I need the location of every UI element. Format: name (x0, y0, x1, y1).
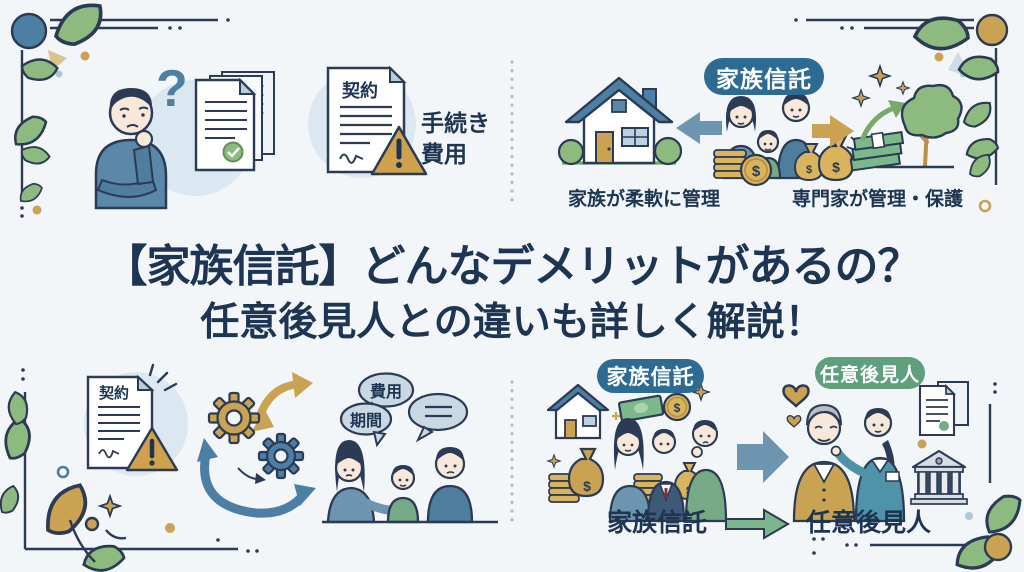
main-title-line2: 任意後見人との違いも詳しく解説！ (200, 301, 824, 344)
badge-label: 家族信託 (716, 65, 812, 92)
arrow-right-icon (737, 431, 789, 483)
svg-text:$: $ (806, 164, 812, 176)
question-mark-icon: ? (156, 60, 188, 118)
bottom-left-illustration: 契約 (84, 363, 498, 524)
contract-label: 契約 (98, 384, 129, 402)
elderly-and-caregiver-icon (792, 403, 906, 523)
corner-decor-bottom-right (812, 382, 1024, 571)
bank-icon (910, 449, 968, 505)
arrow-left-icon (676, 112, 722, 144)
gears-cycle-icon (197, 372, 316, 518)
arrow-right-green-icon (725, 508, 790, 540)
svg-text:$: $ (832, 159, 840, 175)
family-discussion-icon (322, 440, 498, 524)
family-trust-badge-bottom: 家族信託 (597, 359, 704, 393)
contract-label: 契約 (341, 80, 378, 101)
coins-icon: $ (713, 149, 773, 187)
seal-icon (939, 421, 949, 431)
gear-gold-icon (207, 391, 261, 445)
family-trust-badge: 家族信託 (704, 58, 824, 95)
main-title-line1: 【家族信託】どんなデメリットがあるの？ (103, 242, 922, 291)
corner-decor-top-right (794, 7, 1009, 213)
caption-line2: 費用 (421, 141, 467, 167)
documents-icon (918, 381, 969, 437)
growth-money-icon (846, 65, 963, 172)
warning-icon (125, 426, 179, 472)
money-bag-icon: $ $ (793, 134, 855, 182)
cost-bubble-label: 費用 (370, 382, 402, 401)
voluntary-guardian-badge: 任意後見人 (815, 357, 925, 389)
check-seal-icon (222, 141, 244, 163)
svg-text:$: $ (674, 401, 681, 415)
family-manage-caption: 家族が柔軟に管理 (568, 189, 721, 210)
warning-icon (370, 125, 428, 176)
expert-manage-caption: 専門家が管理・保護 (792, 189, 964, 210)
top-right-illustration: $ $ $ (557, 65, 963, 187)
procedure-cost-caption: 手続き 費用 (421, 108, 490, 170)
documents-stack-icon (194, 71, 275, 172)
house-small-icon (546, 383, 610, 440)
badge-label: 任意後見人 (819, 364, 920, 386)
svg-text:$: $ (752, 163, 761, 180)
hearts-icon (782, 384, 810, 428)
arrow-right-icon (812, 115, 854, 147)
thinking-person-icon: ? (94, 60, 188, 210)
badge-label: 家族信託 (606, 366, 695, 389)
gear-blue-icon (257, 432, 305, 480)
contract-document-icon: 契約 (86, 363, 178, 470)
voluntary-guardian-caption: 任意後見人 (806, 509, 932, 537)
top-left-illustration: ? 契約 (94, 60, 428, 210)
family-group-icon (608, 418, 728, 523)
house-icon (557, 76, 683, 166)
name-badge-icon (885, 471, 900, 482)
svg-text:$: $ (583, 478, 591, 494)
speech-bubbles: 費用 期間 (339, 372, 469, 448)
period-bubble-label: 期間 (350, 411, 382, 430)
corner-decor-top-left (7, 0, 230, 218)
family-trust-caption: 家族信託 (607, 509, 708, 537)
bottom-right-illustration: $ $ $ (546, 381, 969, 540)
corner-decor-bottom-left (0, 368, 259, 572)
money-icon: $ (547, 383, 710, 468)
contract-document-icon: 契約 (326, 65, 407, 174)
dialog-bubble-icon (407, 392, 469, 432)
caption-line1: 手続き (421, 110, 490, 136)
